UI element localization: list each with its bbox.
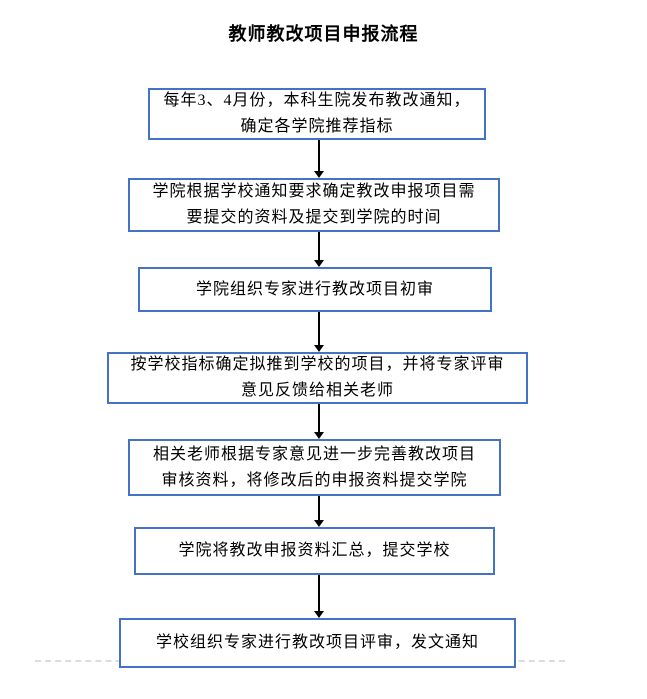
flow-arrow-3 <box>318 312 320 345</box>
flow-step-7: 学校组织专家进行教改项目评审，发文通知 <box>119 618 516 668</box>
flow-step-2: 学院根据学校通知要求确定教改申报项目需要提交的资料及提交到学院的时间 <box>128 178 500 232</box>
page-title: 教师教改项目申报流程 <box>228 24 419 44</box>
flow-step-3: 学院组织专家进行教改项目初审 <box>138 267 492 312</box>
flow-arrow-1 <box>318 140 320 171</box>
flow-arrow-4 <box>318 404 320 432</box>
flow-arrow-5 <box>318 496 320 520</box>
flow-arrow-2 <box>318 232 320 260</box>
flow-step-6: 学院将教改申报资料汇总，提交学校 <box>134 527 495 575</box>
flow-step-4: 按学校指标确定拟推到学校的项目，并将专家评审意见反馈给相关老师 <box>107 352 528 404</box>
flow-arrow-6 <box>318 575 320 611</box>
flow-step-1: 每年3、4月份，本科生院发布教改通知，确定各学院推荐指标 <box>148 88 486 140</box>
flow-step-5: 相关老师根据专家意见进一步完善教改项目审核资料，将修改后的申报资料提交学院 <box>128 439 501 496</box>
